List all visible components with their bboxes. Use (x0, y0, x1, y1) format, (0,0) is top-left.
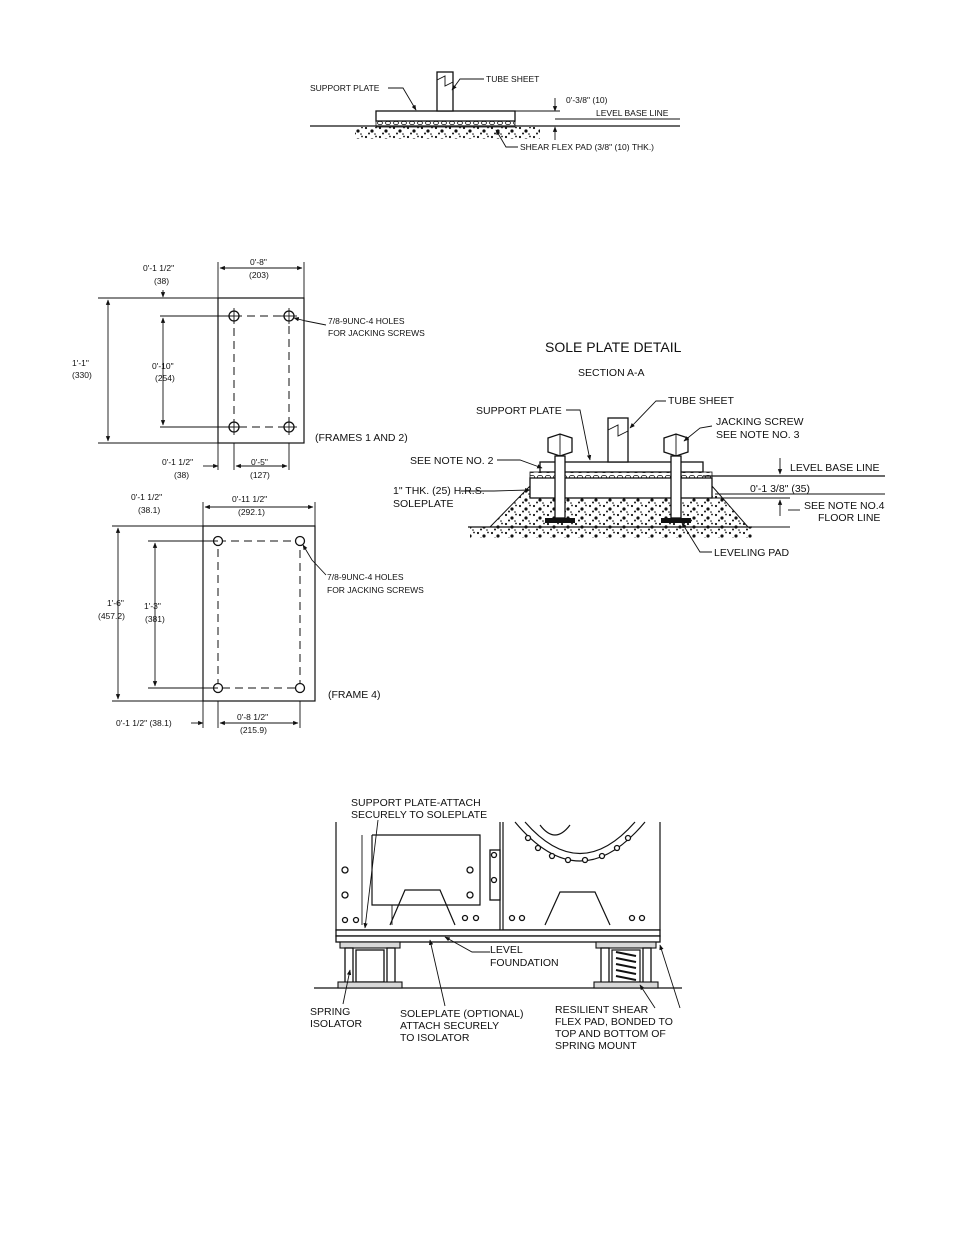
dim-hole-vert-mm: (254) (155, 373, 175, 383)
spring-isolator-left (337, 941, 403, 989)
detail-title: SOLE PLATE DETAIL (545, 339, 682, 355)
dim-width-mm: (292.1) (238, 507, 265, 517)
label-floor-line: FLOOR LINE (818, 512, 880, 524)
label-support-plate: SUPPORT PLATE (476, 405, 562, 417)
hole-pattern (233, 315, 290, 428)
plate-frame-4: 0'-1 1/2" (38.1) 0'-11 1/2" (292.1) 7/8-… (98, 492, 424, 735)
dim-height-mm: (330) (72, 370, 92, 380)
dim-hole-horiz: 0'-8 1/2" (237, 712, 268, 722)
soleplate (335, 935, 661, 943)
support-plates (335, 929, 661, 937)
label-level-base-line: LEVEL BASE LINE (790, 462, 880, 474)
label-see-note-4: SEE NOTE NO.4 (804, 500, 885, 512)
label-dim-1-3-8: 0'-1 3/8" (35) (750, 483, 810, 495)
gravel (355, 127, 540, 139)
jacking-hole (281, 308, 297, 324)
label-leveling-pad: LEVELING PAD (714, 547, 790, 559)
jacking-hole (294, 682, 306, 694)
plate-frames-1-2: 0'-1 1/2" (38) 0'-8" (203) 7/8-9UNC-4 HO… (72, 257, 425, 480)
label-soleplate-3: TO ISOLATOR (400, 1032, 470, 1044)
dim-width-mm: (203) (249, 270, 269, 280)
jacking-hole (281, 419, 297, 435)
label-tube-sheet: TUBE SHEET (486, 74, 539, 84)
label-shear-flex-pad: SHEAR FLEX PAD (3/8" (10) THK.) (520, 142, 654, 152)
jacking-hole (294, 535, 306, 547)
dim-left-offset: 0'-1 1/2" (143, 263, 174, 273)
plate-outline (217, 297, 305, 444)
dim-height-mm: (457.2) (98, 611, 125, 621)
label-jacking-screw: JACKING SCREW (716, 416, 804, 428)
label-dim-3-8: 0'-3/8" (10) (566, 95, 608, 105)
holes-label-1: 7/8-9UNC-4 HOLES (328, 316, 405, 326)
frames-label: (FRAMES 1 AND 2) (315, 432, 408, 444)
label-support-1: SUPPORT PLATE-ATTACH (351, 797, 481, 809)
tube-sheet (436, 71, 454, 112)
sole-plate-detail: SOLE PLATE DETAIL SECTION A-A (393, 339, 885, 559)
plate-outline (202, 525, 316, 702)
label-see-note-2: SEE NOTE NO. 2 (410, 455, 494, 467)
frame-label: (FRAME 4) (328, 689, 381, 701)
label-support-2: SECURELY TO SOLEPLATE (351, 809, 487, 821)
label-pad-3: TOP AND BOTTOM OF (555, 1028, 666, 1040)
label-level-2: FOUNDATION (490, 957, 559, 969)
label-pad-2: FLEX PAD, BONDED TO (555, 1016, 673, 1028)
dim-hole-vert-mm: (381) (145, 614, 165, 624)
dim-bottom-offset-mm: (38) (174, 470, 189, 480)
tube-sheet (607, 417, 629, 463)
holes-label-2: FOR JACKING SCREWS (328, 328, 425, 338)
jacking-screw-left (545, 433, 575, 523)
detail-subtitle: SECTION A-A (578, 367, 645, 379)
detail-top: SUPPORT PLATE TUBE SHEET 0'-3/8" (10) LE… (310, 71, 680, 152)
dim-hole-vert: 1'-3" (144, 601, 161, 611)
dim-left-offset-mm: (38.1) (138, 505, 160, 515)
dim-left-offset-mm: (38) (154, 276, 169, 286)
dim-bottom-offset: 0'-1 1/2" (162, 457, 193, 467)
dim-hole-vert: 0'-10" (152, 361, 174, 371)
foundation-gravel (470, 527, 752, 538)
hole-pattern (217, 540, 301, 689)
jacking-screw-right (661, 433, 691, 523)
label-soleplate-2: ATTACH SECURELY (400, 1020, 499, 1032)
dim-bottom-offset: 0'-1 1/2" (38.1) (116, 718, 172, 728)
dim-hole-horiz-mm: (127) (250, 470, 270, 480)
dim-left-offset: 0'-1 1/2" (131, 492, 162, 502)
dim-hole-horiz: 0'-5" (251, 457, 268, 467)
frame-left (335, 822, 501, 931)
dim-height: 1'-6" (107, 598, 124, 608)
support-plate (375, 110, 516, 122)
label-level-base-line: LEVEL BASE LINE (596, 108, 669, 118)
label-soleplate-2: SOLEPLATE (393, 498, 454, 510)
shear-flex-pad (375, 120, 516, 128)
spring-isolator-right (593, 941, 659, 989)
isolator-detail: SUPPORT PLATE-ATTACH SECURELY TO SOLEPLA… (310, 797, 682, 1052)
holes-label-2: FOR JACKING SCREWS (327, 585, 424, 595)
label-support-plate: SUPPORT PLATE (310, 83, 380, 93)
dim-height: 1'-1" (72, 358, 89, 368)
label-soleplate-1: 1" THK. (25) H.R.S. (393, 485, 485, 497)
label-pad-4: SPRING MOUNT (555, 1040, 637, 1052)
dim-width: 0'-8" (250, 257, 267, 267)
label-spring-2: ISOLATOR (310, 1018, 363, 1030)
label-pad-1: RESILIENT SHEAR (555, 1004, 649, 1016)
label-level-1: LEVEL (490, 944, 523, 956)
label-see-note-3: SEE NOTE NO. 3 (716, 429, 800, 441)
label-spring-1: SPRING (310, 1006, 350, 1018)
label-tube-sheet: TUBE SHEET (668, 395, 735, 407)
label-soleplate-1: SOLEPLATE (OPTIONAL) (400, 1008, 524, 1020)
dim-width: 0'-11 1/2" (232, 494, 267, 504)
dim-hole-horiz-mm: (215.9) (240, 725, 267, 735)
holes-label-1: 7/8-9UNC-4 HOLES (327, 572, 404, 582)
